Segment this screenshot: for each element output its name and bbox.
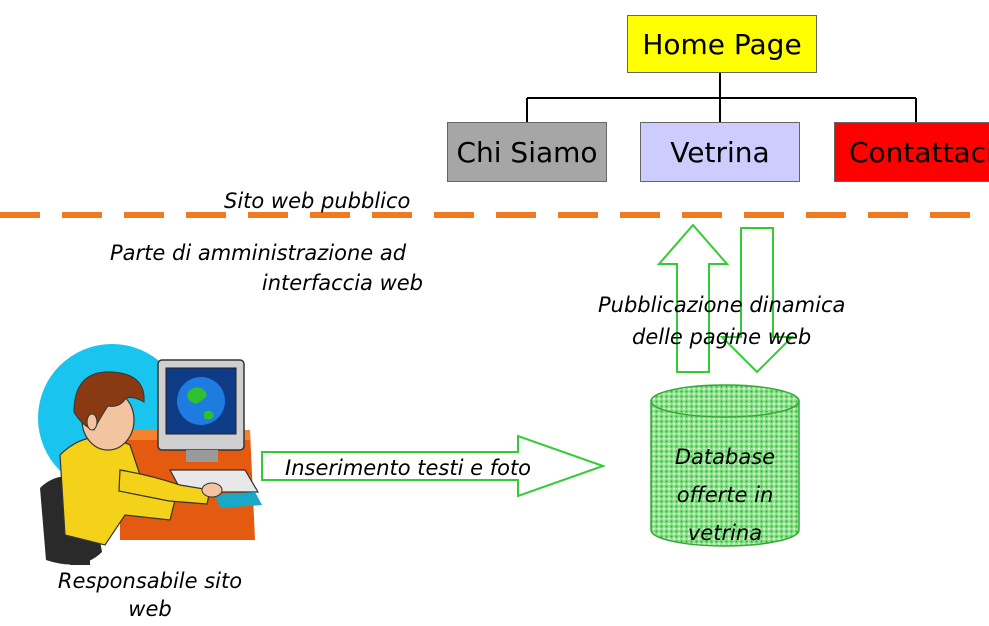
public-site-label: Sito web pubblico <box>224 189 411 213</box>
database-label-line3: vetrina <box>687 521 763 545</box>
contattaci-box: Contattaci <box>834 122 989 182</box>
chi-siamo-label: Chi Siamo <box>456 135 598 169</box>
admin-label-line1: Parte di amministrazione ad <box>110 241 407 265</box>
vetrina-label: Vetrina <box>670 135 770 169</box>
chi-siamo-box: Chi Siamo <box>447 122 607 182</box>
user-label-line2: web <box>128 597 172 621</box>
user-label-line1: Responsabile sito <box>57 569 243 593</box>
hierarchy-connectors <box>526 73 917 122</box>
publish-label-line1: Pubblicazione dinamica <box>598 293 846 317</box>
database-label-line2: offerte in <box>676 483 774 507</box>
person-at-computer-icon <box>38 344 262 565</box>
publish-down-arrow <box>719 227 795 374</box>
admin-label-line2: interfaccia web <box>261 271 423 295</box>
vetrina-box: Vetrina <box>640 122 800 182</box>
insert-label: Inserimento testi e foto <box>285 456 532 480</box>
database-cylinder <box>650 384 800 547</box>
publish-label-line2: delle pagine web <box>632 325 812 349</box>
home-page-label: Home Page <box>642 27 802 61</box>
publish-up-arrow <box>656 223 730 373</box>
database-label-line1: Database <box>674 445 776 469</box>
contattaci-label: Contattaci <box>849 135 989 169</box>
home-page-box: Home Page <box>627 15 817 73</box>
insert-right-arrow <box>261 434 607 498</box>
